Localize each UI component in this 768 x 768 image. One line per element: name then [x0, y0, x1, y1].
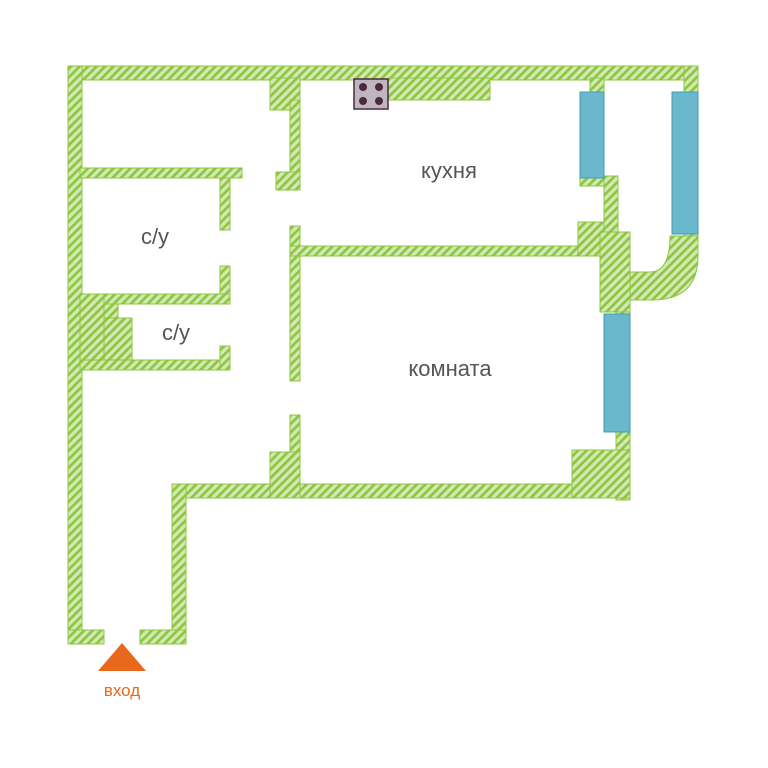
- window-balcony: [671, 91, 699, 235]
- wall-bottom-right: [139, 629, 187, 645]
- wall-bath2-bottom: [79, 359, 231, 371]
- pier-room-door: [269, 451, 301, 499]
- wall-corridor-right: [171, 483, 187, 645]
- burner: [375, 83, 383, 91]
- burner: [375, 97, 383, 105]
- wall-kitchen-left-stub: [275, 171, 301, 191]
- walls: [67, 65, 699, 645]
- window-kitchen: [579, 91, 605, 179]
- room-label-bathroom-1: с/у: [141, 224, 169, 249]
- burner: [359, 97, 367, 105]
- pier-right: [599, 231, 631, 313]
- ledge-top-kitchen: [387, 77, 491, 101]
- stove-icon: [353, 78, 389, 110]
- wall-room-bottom: [171, 483, 631, 499]
- entrance-arrow-icon: [98, 643, 146, 671]
- stove-body: [353, 78, 389, 110]
- pier-room-corner: [571, 449, 631, 499]
- wall-kitchen-room: [289, 245, 609, 257]
- burner: [359, 83, 367, 91]
- windows: [579, 91, 699, 433]
- entrance-label: вход: [104, 681, 140, 700]
- wall-bath2-ledge: [103, 303, 119, 319]
- wall-balcony-inner: [603, 175, 619, 233]
- wall-room-left: [289, 225, 301, 382]
- wall-bath2-left-block: [79, 293, 105, 369]
- room-label-room: комната: [408, 356, 492, 381]
- room-label-kitchen: кухня: [421, 158, 477, 183]
- room-label-bathroom-2: с/у: [162, 320, 190, 345]
- wall-bath1-right-upper: [219, 177, 231, 231]
- wall-bath2-right: [219, 345, 231, 371]
- wall-bottom-left: [67, 629, 105, 645]
- balcony-corner: [629, 235, 699, 301]
- wall-bath1-top: [79, 167, 243, 179]
- window-room: [603, 313, 631, 433]
